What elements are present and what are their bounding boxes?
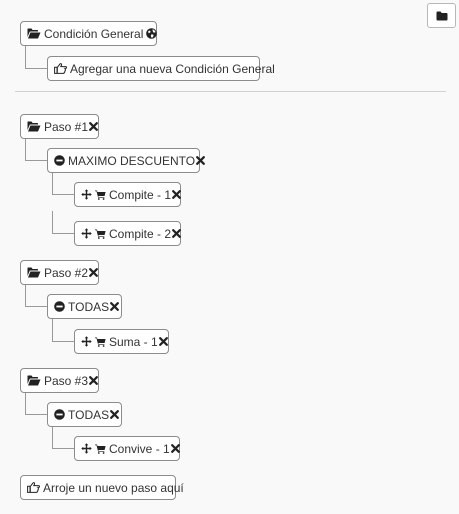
rule-node[interactable]: Convive - 1 (74, 436, 180, 461)
folder-open-icon (27, 375, 41, 386)
move-arrows-icon[interactable] (81, 189, 92, 200)
move-arrows-icon[interactable] (81, 228, 92, 239)
rule-group-node[interactable]: TODAS (47, 294, 122, 319)
folder-icon (436, 11, 448, 21)
step-label: Paso #3 (44, 373, 89, 388)
close-icon[interactable] (89, 268, 98, 277)
minus-circle-icon (54, 155, 65, 166)
section-divider (15, 91, 446, 92)
close-icon[interactable] (196, 156, 206, 165)
step-node[interactable]: Paso #2 (20, 260, 99, 285)
close-icon[interactable] (172, 229, 181, 238)
add-general-condition-label: Agregar una nueva Condición General (70, 61, 275, 76)
close-icon[interactable] (110, 302, 120, 311)
general-condition-node[interactable]: Condición General (20, 21, 158, 46)
step-node[interactable]: Paso #3 (20, 368, 99, 393)
general-condition-label: Condición General (44, 26, 144, 41)
rule-group-node[interactable]: MAXIMO DESCUENTO (47, 148, 206, 173)
shopping-cart-icon (95, 229, 106, 239)
rule-label: Compite - 2 (109, 226, 172, 241)
rule-group-label: TODAS (68, 299, 110, 314)
step-label: Paso #2 (44, 265, 89, 280)
close-icon[interactable] (170, 444, 180, 453)
rule-group-label: TODAS (68, 407, 110, 422)
shopping-cart-icon (95, 444, 106, 454)
move-arrows-icon[interactable] (81, 443, 92, 454)
rule-label: Suma - 1 (109, 334, 158, 349)
close-icon[interactable] (110, 410, 120, 419)
rule-label: Compite - 1 (109, 187, 172, 202)
hand-pointer-icon (27, 482, 40, 493)
add-general-condition-button[interactable]: Agregar una nueva Condición General (47, 56, 275, 81)
folder-button[interactable] (427, 3, 456, 28)
shopping-cart-icon (95, 337, 106, 347)
rule-group-node[interactable]: TODAS (47, 402, 122, 427)
close-icon[interactable] (172, 190, 181, 199)
move-arrows-icon[interactable] (81, 336, 92, 347)
step-label: Paso #1 (44, 119, 89, 134)
minus-circle-icon (54, 409, 65, 420)
new-step-drop-zone[interactable]: Arroje un nuevo paso aquí (20, 475, 184, 500)
globe-icon (146, 28, 158, 39)
folder-open-icon (27, 28, 41, 39)
step-node[interactable]: Paso #1 (20, 114, 99, 139)
rule-node[interactable]: Compite - 1 (74, 182, 181, 207)
hand-pointer-icon (54, 63, 67, 74)
rule-group-label: MAXIMO DESCUENTO (68, 153, 196, 168)
folder-open-icon (27, 267, 41, 278)
close-icon[interactable] (89, 122, 98, 131)
rule-node[interactable]: Compite - 2 (74, 221, 181, 246)
close-icon[interactable] (158, 337, 168, 346)
rule-node[interactable]: Suma - 1 (74, 329, 169, 354)
close-icon[interactable] (89, 376, 98, 385)
minus-circle-icon (54, 301, 65, 312)
folder-open-icon (27, 121, 41, 132)
shopping-cart-icon (95, 190, 106, 200)
new-step-drop-label: Arroje un nuevo paso aquí (43, 480, 184, 495)
rule-label: Convive - 1 (109, 441, 170, 456)
